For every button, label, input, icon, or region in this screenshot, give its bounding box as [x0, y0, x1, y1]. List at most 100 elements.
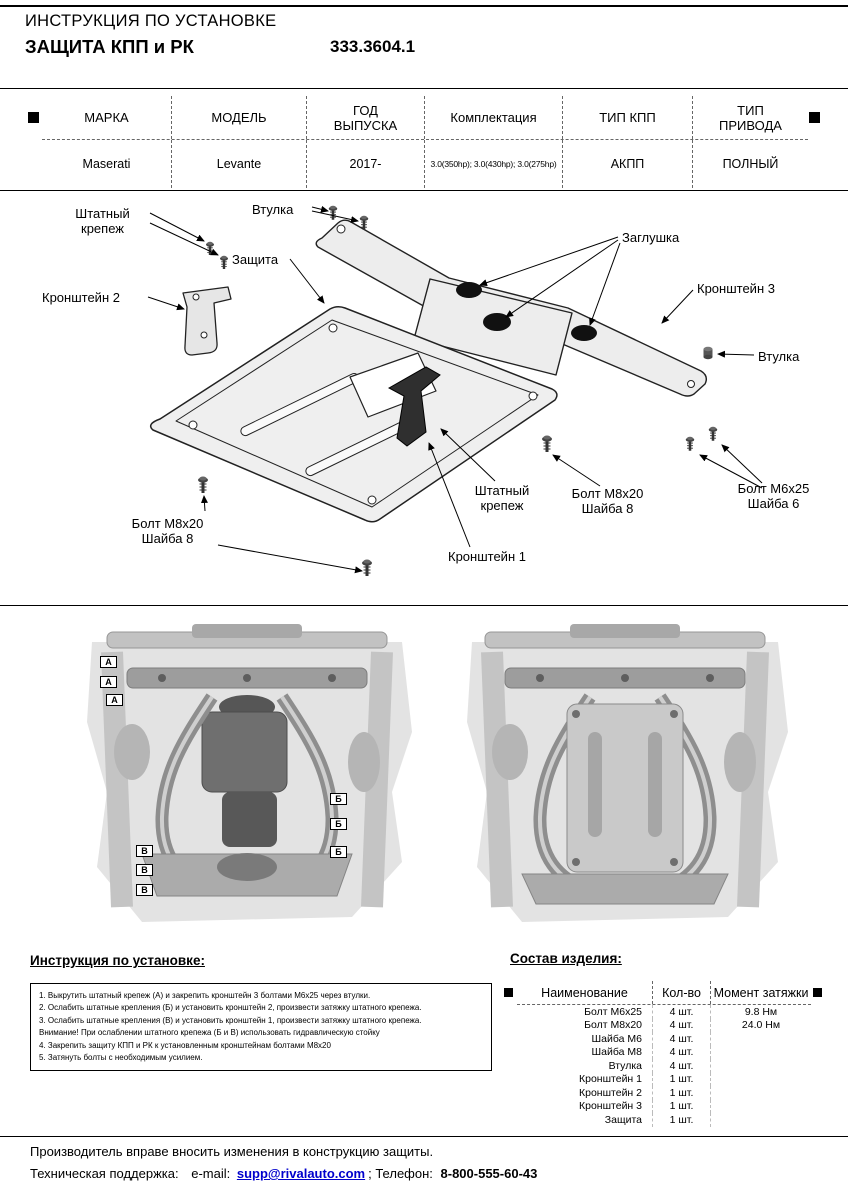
spec-value-row: Maserati Levante 2017- 3.0(350hp); 3.0(4… — [42, 140, 808, 188]
part-torque: 9.8 Нм — [744, 1005, 778, 1018]
spec-value-trim: 3.0(350hp); 3.0(430hp); 3.0(275hp) — [425, 140, 563, 188]
instruction-warning: Внимание! При ослаблении штатного крепеж… — [39, 1028, 380, 1038]
spec-value-brand: Maserati — [42, 140, 172, 188]
photo-underbody-after — [452, 612, 798, 942]
top-rule — [0, 5, 848, 7]
label-plug: Заглушка — [622, 230, 680, 245]
instructions-steps-box: 1. Выкрутить штатный крепеж (А) и закреп… — [30, 983, 492, 1072]
table-marker-square — [809, 112, 820, 123]
instruction-step: 2. Ослабить штатные крепления (Б) и уста… — [39, 1003, 422, 1013]
part-torque — [711, 1086, 811, 1100]
table-marker-square — [813, 988, 822, 997]
part-qty: 4 шт. — [653, 1045, 711, 1059]
spec-header-cell: Комплектация — [425, 96, 563, 139]
part-qty: 1 шт. — [653, 1099, 711, 1113]
part-qty: 4 шт. — [653, 1059, 711, 1073]
label-bracket3: Кронштейн 3 — [697, 281, 775, 296]
spec-value-year: 2017- — [307, 140, 425, 188]
part-qty: 4 шт. — [653, 1032, 711, 1046]
label-bushing-right: Втулка — [758, 349, 800, 364]
support-phone: 8-800-555-60-43 — [440, 1166, 538, 1181]
manufacturer-disclaimer: Производитель вправе вносить изменения в… — [30, 1144, 434, 1159]
part-torque — [711, 1113, 811, 1127]
exploded-diagram — [147, 205, 763, 577]
instructions-title: Инструкция по установке: — [30, 953, 205, 968]
support-label: Техническая поддержка: — [30, 1166, 179, 1181]
part-name: Кронштейн 1 — [517, 1072, 653, 1086]
part-name: Болт М6х25 — [517, 1005, 653, 1019]
part-torque — [711, 1046, 811, 1060]
instruction-step: 5. Затянуть болты с необходимым усилием. — [39, 1052, 203, 1062]
underbody-illustration-after — [452, 612, 798, 942]
part-name: Шайба М6 — [517, 1032, 653, 1046]
diagram-rule — [0, 605, 848, 606]
parts-header-row: Наименование Кол-во Момент затяжки — [517, 981, 811, 1005]
label-bracket2: Кронштейн 2 — [42, 290, 120, 305]
part-qty: 1 шт. — [653, 1072, 711, 1086]
photo-marker-b: Б — [330, 793, 347, 805]
part-name: Кронштейн 2 — [517, 1086, 653, 1100]
instruction-step: 1. Выкрутить штатный крепеж (А) и закреп… — [39, 991, 371, 1000]
photo-marker-v: В — [136, 864, 153, 876]
instruction-step: 4. Закрепить защиту КПП и РК к установле… — [39, 1040, 331, 1050]
part-name: Болт М8х20 — [517, 1018, 653, 1032]
parts-header-torque: Момент затяжки — [713, 985, 809, 1000]
part-number: 333.3604.1 — [330, 37, 416, 56]
label-bolt-m6-right: Болт М6х25 Шайба 6 — [737, 481, 810, 512]
label-guard: Защита — [232, 252, 279, 267]
table-marker-square — [28, 112, 39, 123]
spec-value-gearbox: АКПП — [563, 140, 693, 188]
parts-table: Наименование Кол-во Момент затяжки Болт … — [517, 981, 811, 1127]
spec-header-cell: МАРКА — [42, 96, 172, 139]
part-torque — [711, 1059, 811, 1073]
vehicle-spec-table: МАРКА МОДЕЛЬ ГОД ВЫПУСКА Комплектация ТИ… — [42, 96, 808, 188]
table-rule — [0, 190, 848, 191]
part-torque — [711, 1032, 811, 1046]
part-name: Шайба М8 — [517, 1045, 653, 1059]
spec-header-row: МАРКА МОДЕЛЬ ГОД ВЫПУСКА Комплектация ТИ… — [42, 96, 808, 140]
spec-header-cell: ТИП КПП — [563, 96, 693, 139]
support-line: Техническая поддержка: e-mail: supp@riva… — [30, 1166, 537, 1181]
spec-header-cell: ГОД ВЫПУСКА — [307, 96, 425, 139]
photo-marker-b: Б — [330, 846, 347, 858]
part-qty: 1 шт. — [653, 1113, 711, 1127]
parts-title: Состав изделия: — [510, 951, 622, 966]
product-title: ЗАЩИТА КПП и РК — [25, 36, 194, 57]
label-bolt-m8-mid: Болт М8х20 Шайба 8 — [571, 486, 644, 517]
label-bolt-m8-left: Болт М8х20 Шайба 8 — [131, 516, 204, 547]
part-qty: 1 шт. — [653, 1086, 711, 1100]
support-email-link[interactable]: supp@rivalauto.com — [236, 1166, 366, 1181]
part-name: Втулка — [517, 1059, 653, 1073]
part-name: Кронштейн 3 — [517, 1099, 653, 1113]
label-bushing-top: Втулка — [252, 202, 294, 217]
photo-marker-b: Б — [330, 818, 347, 830]
instruction-step: 3. Ослабить штатные крепления (В) и уста… — [39, 1015, 422, 1025]
photo-marker-a: А — [106, 694, 123, 706]
header-rule — [0, 88, 848, 89]
part-torque — [711, 1073, 811, 1087]
parts-header-name: Наименование — [517, 981, 653, 1004]
email-label: e-mail: — [191, 1166, 231, 1181]
part-torque: 24.0 Нм — [741, 1019, 781, 1032]
photo-marker-a: А — [100, 676, 117, 688]
part-qty: 4 шт. — [653, 1005, 711, 1019]
label-oem-fastener-top: Штатный крепеж — [75, 206, 130, 237]
underbody-illustration-before — [72, 612, 422, 942]
phone-label: ; Телефон: — [368, 1166, 433, 1181]
spec-value-model: Levante — [172, 140, 307, 188]
spec-value-drive: ПОЛНЫЙ — [722, 157, 779, 171]
parts-header-qty: Кол-во — [653, 981, 711, 1004]
part-name: Защита — [517, 1113, 653, 1127]
part-torque — [711, 1100, 811, 1114]
label-oem-fastener-bottom: Штатный крепеж — [474, 483, 530, 514]
part-qty: 4 шт. — [653, 1018, 711, 1032]
photo-marker-v: В — [136, 884, 153, 896]
spec-header-cell: МОДЕЛЬ — [172, 96, 307, 139]
